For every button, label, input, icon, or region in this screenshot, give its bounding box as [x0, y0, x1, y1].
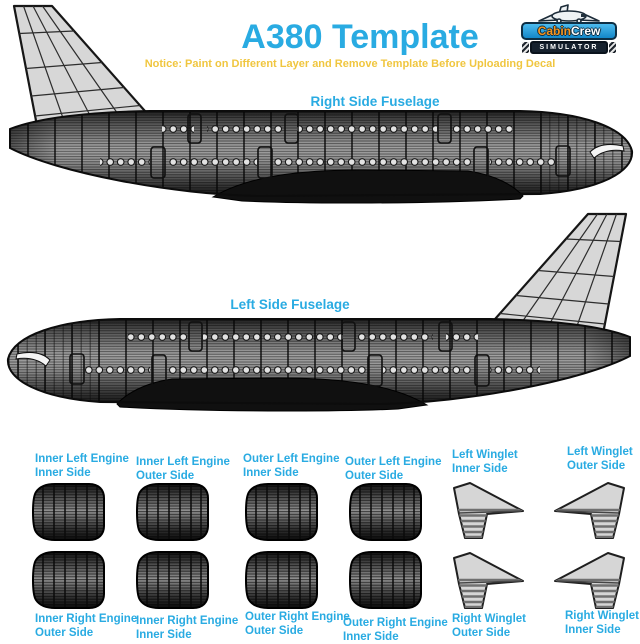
label-line1: Right Winglet [452, 613, 526, 625]
engine-outer-right-inner-side [346, 551, 424, 609]
label-line2: Inner Side [343, 631, 399, 644]
engine-inner-right-inner-side [133, 551, 211, 609]
logo-subtitle-banner: SIMULATOR [530, 41, 608, 54]
cockpit-window [589, 144, 625, 159]
logo-hazard-stripe-left [522, 42, 529, 53]
label-line1: Left Winglet [452, 449, 518, 461]
logo-text-crew: Crew [571, 24, 601, 38]
logo-hazard-stripe-right [609, 42, 616, 53]
label-right-winglet-inner-side: Right Winglet Inner Side [565, 609, 639, 637]
winglet-left-outer-side [552, 483, 628, 538]
label-left-winglet-outer-side: Left Winglet Outer Side [567, 445, 633, 473]
tail-shading [10, 111, 200, 196]
label-line2: Outer Side [452, 627, 511, 640]
engine-outer-left-inner-side [242, 483, 320, 541]
label-line2: Inner Side [452, 463, 508, 476]
label-inner-right-engine-outer-side: Inner Right Engine Outer Side [35, 612, 137, 640]
label-line1: Inner Left Engine [35, 453, 129, 465]
label-inner-left-engine-outer-side: Inner Left Engine Outer Side [136, 455, 230, 483]
label-line1: Outer Left Engine [345, 456, 442, 468]
label-line2: Inner Side [565, 624, 621, 637]
engine-inner-left-inner-side [29, 483, 107, 541]
label-line2: Inner Side [35, 467, 91, 480]
label-outer-left-engine-inner-side: Outer Left Engine Inner Side [243, 452, 339, 480]
notice-text: Notice: Paint on Different Layer and Rem… [144, 58, 556, 70]
winglet-left-inner-side [450, 483, 526, 538]
winglet-right-inner-side [552, 553, 628, 608]
label-line1: Outer Right Engine [245, 611, 350, 623]
label-line1: Left Winglet [567, 446, 633, 458]
left-side-fuselage-label: Left Side Fuselage [230, 297, 350, 312]
label-left-winglet-inner-side: Left Winglet Inner Side [452, 448, 518, 476]
engine-inner-right-outer-side [29, 551, 107, 609]
label-line1: Inner Right Engine [35, 613, 138, 625]
door-outlines [150, 113, 571, 179]
label-line2: Outer Side [345, 470, 404, 483]
right-side-fuselage-label: Right Side Fuselage [310, 94, 440, 109]
engine-outer-right-outer-side [242, 551, 320, 609]
engine-outer-left-outer-side [346, 483, 424, 541]
label-line1: Outer Left Engine [243, 453, 340, 465]
logo-text-simulator: SIMULATOR [539, 44, 599, 51]
label-line2: Outer Side [136, 470, 195, 483]
winglet-right-outer-side [450, 553, 526, 608]
page-title: A380 Template [241, 18, 479, 56]
label-outer-left-engine-outer-side: Outer Left Engine Outer Side [345, 455, 441, 483]
label-line2: Inner Side [136, 629, 192, 642]
label-line1: Outer Right Engine [343, 617, 448, 629]
label-line2: Outer Side [567, 460, 626, 473]
label-line1: Inner Left Engine [136, 456, 230, 468]
upper-deck-window-row [162, 124, 512, 134]
label-outer-right-engine-outer-side: Outer Right Engine Outer Side [245, 610, 350, 638]
left-side-fuselage-graphic [0, 208, 640, 443]
label-line2: Outer Side [245, 625, 304, 638]
main-deck-window-row [100, 157, 558, 167]
label-line2: Outer Side [35, 627, 94, 640]
label-inner-right-engine-inner-side: Inner Right Engine Inner Side [136, 614, 238, 642]
engine-inner-left-outer-side [133, 483, 211, 541]
label-right-winglet-outer-side: Right Winglet Outer Side [452, 612, 526, 640]
label-line1: Inner Right Engine [136, 615, 239, 627]
logo-text-cabin: Cabin [537, 24, 571, 38]
label-inner-left-engine-inner-side: Inner Left Engine Inner Side [35, 452, 129, 480]
right-side-fuselage-graphic [9, 4, 634, 204]
label-line2: Inner Side [243, 467, 299, 480]
label-line1: Right Winglet [565, 610, 639, 622]
